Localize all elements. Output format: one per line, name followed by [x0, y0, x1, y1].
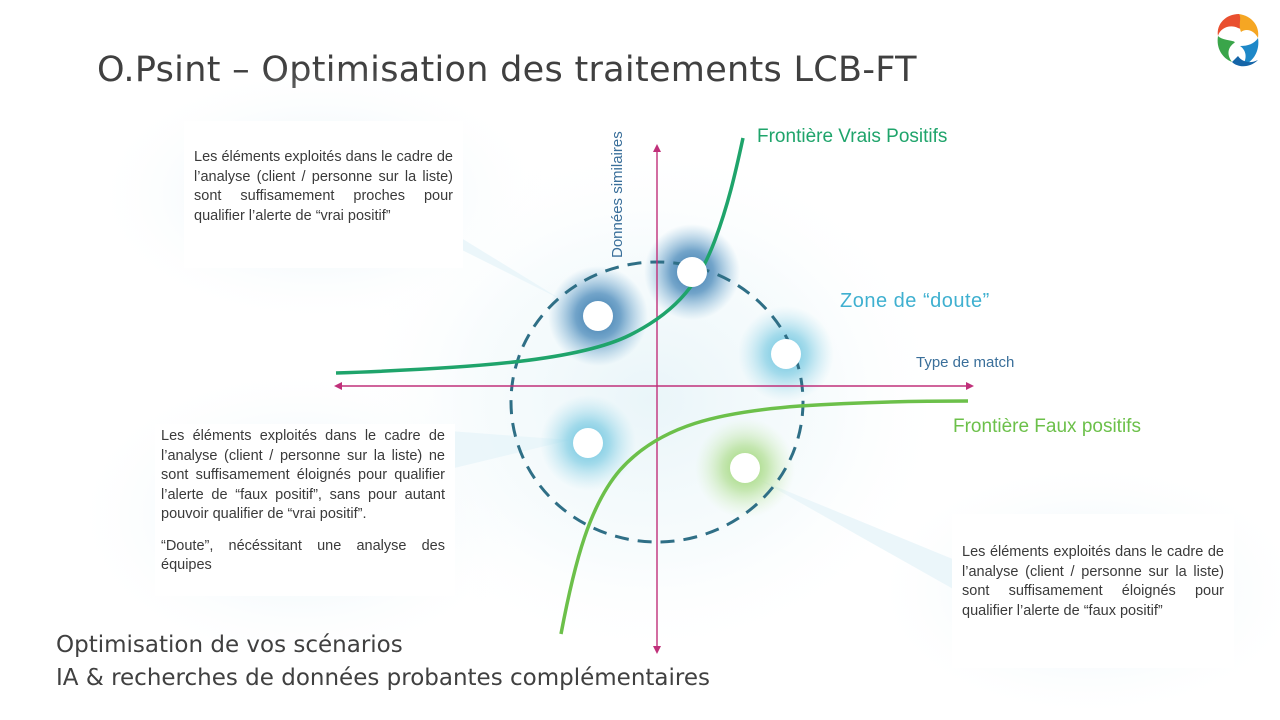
y-axis-arrow-top: [653, 144, 661, 152]
x-axis-arrow-right: [966, 382, 974, 390]
callout-faux-positif-text: Les éléments exploités dans le cadre de …: [962, 544, 1224, 619]
point-vrai-1: [583, 301, 613, 331]
label-zone-doute: Zone de “doute”: [840, 290, 990, 312]
point-doute-1: [771, 339, 801, 369]
point-vrai-2: [677, 257, 707, 287]
callout-faux-positif: Les éléments exploités dans le cadre de …: [952, 514, 1234, 668]
faux-positifs-curve: [559, 399, 969, 635]
point-faux: [730, 453, 760, 483]
label-frontiere-faux-positifs: Frontière Faux positifs: [953, 416, 1141, 437]
x-axis-label: Type de match: [916, 354, 1015, 371]
pointer-bottom-right: [760, 480, 955, 590]
y-axis-arrow-bottom: [653, 646, 661, 654]
footer-line-2: IA & recherches de données probantes com…: [56, 665, 710, 691]
x-axis-arrow-left: [334, 382, 342, 390]
callout-vrai-positif-text: Les éléments exploités dans le cadre de …: [194, 149, 453, 224]
callout-doute-text-2: “Doute”, nécéssitant une analyse des équ…: [161, 537, 445, 574]
callout-doute-text-1: Les éléments exploités dans le cadre de …: [161, 428, 445, 522]
label-frontiere-vrais-positifs: Frontière Vrais Positifs: [757, 126, 948, 147]
pointer-middle-left: [436, 430, 570, 470]
company-logo: [1208, 10, 1270, 72]
glow-center: [350, 140, 950, 660]
y-axis-label: Données similaires: [609, 131, 626, 258]
footer-line-1: Optimisation de vos scénarios: [56, 632, 403, 658]
point-doute-2: [573, 428, 603, 458]
pointer-top-left: [440, 225, 562, 300]
callout-doute: Les éléments exploités dans le cadre de …: [155, 424, 455, 596]
callout-vrai-positif: Les éléments exploités dans le cadre de …: [184, 121, 463, 268]
vrai-positifs-curve: [335, 137, 745, 375]
